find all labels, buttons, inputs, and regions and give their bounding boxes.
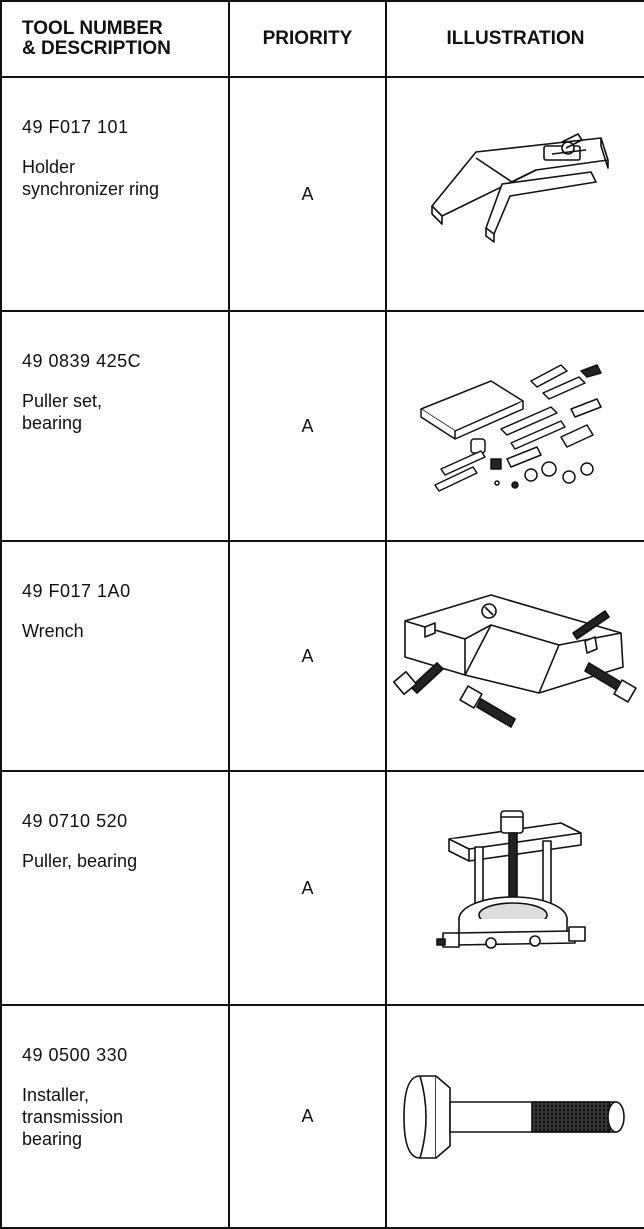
table-row: 49 F017 1A0 Wrench A — [0, 540, 644, 772]
tool-description-cell: 49 0839 425C Puller set, bearing — [0, 310, 230, 542]
priority-cell: A — [228, 540, 387, 772]
tool-number: 49 0839 425C — [22, 351, 142, 371]
priority-cell: A — [228, 310, 387, 542]
tool-description: Wrench — [22, 621, 84, 641]
bearing-installer-icon — [402, 1074, 625, 1159]
table-row: 49 0710 520 Puller, bearing A — [0, 770, 644, 1006]
header-description: & DESCRIPTION — [22, 38, 171, 59]
priority-cell: A — [228, 76, 387, 312]
tool-description-cell: 49 F017 101 Holder synchronizer ring — [0, 76, 230, 312]
tool-description: Puller set, bearing — [22, 391, 103, 433]
tool-number: 49 F017 101 — [22, 117, 129, 137]
tool-number: 49 F017 1A0 — [22, 581, 131, 601]
priority-cell: A — [228, 770, 387, 1006]
header-priority: PRIORITY — [228, 0, 387, 78]
tool-description-cell: 49 F017 1A0 Wrench — [0, 540, 230, 772]
illustration-cell — [385, 310, 644, 542]
illustration-cell — [385, 540, 644, 772]
table-row: 49 F017 101 Holder synchronizer ring A — [0, 76, 644, 312]
illustration-cell — [385, 76, 644, 312]
table-row: 49 0839 425C Puller set, bearing A — [0, 310, 644, 542]
tool-number: 49 0710 520 — [22, 811, 128, 831]
tool-description: Installer, transmission bearing — [22, 1085, 124, 1149]
priority-cell: A — [228, 1004, 387, 1229]
tool-description-cell: 49 0500 330 Installer, transmission bear… — [0, 1004, 230, 1229]
tool-description-cell: 49 0710 520 Puller, bearing — [0, 770, 230, 1006]
bearing-puller-set-icon — [419, 364, 602, 492]
header-illustration: ILLUSTRATION — [385, 0, 644, 78]
illustration-cell — [385, 770, 644, 1006]
tool-number: 49 0500 330 — [22, 1045, 128, 1065]
tool-description: Puller, bearing — [22, 851, 138, 871]
wrench-icon — [392, 594, 637, 728]
bearing-puller-icon — [435, 810, 586, 949]
header-tool-number-description: TOOL NUMBER & DESCRIPTION — [0, 0, 230, 78]
table-row: 49 0500 330 Installer, transmission bear… — [0, 1004, 644, 1229]
header-tool-number: TOOL NUMBER — [22, 18, 163, 39]
synchronizer-ring-holder-icon — [430, 133, 609, 243]
table-header-row: TOOL NUMBER & DESCRIPTION PRIORITY ILLUS… — [0, 0, 644, 78]
tool-description: Holder synchronizer ring — [22, 157, 160, 199]
illustration-cell — [385, 1004, 644, 1229]
